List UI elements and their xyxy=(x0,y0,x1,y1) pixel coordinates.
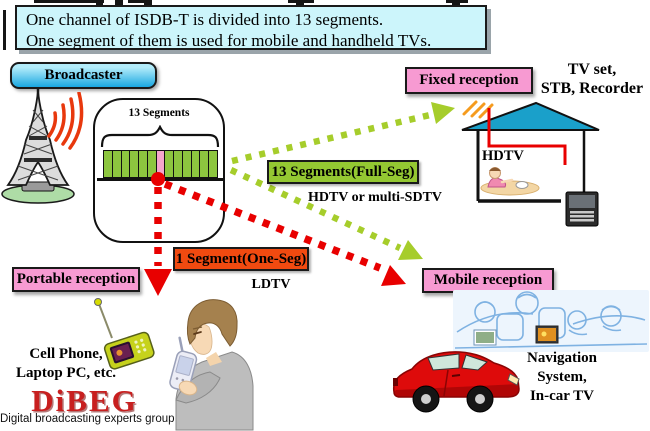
in-car-sketch-illustration xyxy=(453,290,649,352)
segments-caption: 13 Segments xyxy=(128,107,190,119)
house-illustration xyxy=(461,100,600,227)
segment-cell-4 xyxy=(130,151,140,177)
segment-cell-2 xyxy=(112,151,122,177)
one-seg-label: 1 Segment(One-Seg) xyxy=(173,247,309,271)
segment-cell-9 xyxy=(174,151,183,177)
handheld-phone-icon xyxy=(169,336,198,392)
info-box: One channel of ISDB-T is divided into 13… xyxy=(15,5,487,50)
tv-set-caption: TV set, STB, Recorder xyxy=(540,61,644,97)
segment-cell-10 xyxy=(182,151,192,177)
dibeg-logo: DiBEG xyxy=(31,383,138,418)
arrow-fullseg-to-fixed xyxy=(231,102,455,165)
antenna-icon xyxy=(462,100,494,119)
segment-cell-5 xyxy=(139,151,148,177)
hdtv-house-caption: HDTV xyxy=(482,148,524,164)
person-with-phone-illustration xyxy=(169,299,254,431)
portable-reception-label: Portable reception xyxy=(12,267,140,292)
ldtv-caption: LDTV xyxy=(251,277,291,292)
segment-cell-8 xyxy=(165,151,175,177)
segment-cell-12 xyxy=(200,151,210,177)
viewer-figure xyxy=(487,167,529,189)
info-line-2: One segment of them is used for mobile a… xyxy=(26,31,432,50)
car-illustration xyxy=(392,351,520,413)
segment-cell-3 xyxy=(121,151,131,177)
broadcaster-label: Broadcaster xyxy=(10,62,157,89)
dibeg-subtitle: Digital broadcasting experts group xyxy=(0,413,175,425)
cellphone-icon xyxy=(94,298,155,370)
radio-waves-icon xyxy=(47,92,84,150)
fixed-reception-label: Fixed reception xyxy=(405,67,533,94)
tv-set-icon xyxy=(565,191,599,227)
broadcast-tower-icon xyxy=(1,89,75,204)
segment-cell-7 xyxy=(156,151,166,177)
hdtv-or-multi-caption: HDTV or multi-SDTV xyxy=(307,190,443,205)
curly-brace xyxy=(100,125,220,148)
segment-cell-13 xyxy=(209,151,217,177)
cellphone-caption: Cell Phone, Laptop PC, etc. xyxy=(16,346,116,381)
full-seg-label: 13 Segments(Full-Seg) xyxy=(267,160,419,184)
one-seg-dot xyxy=(151,172,165,186)
segment-cell-6 xyxy=(147,151,157,177)
info-line-1: One channel of ISDB-T is divided into 13… xyxy=(26,10,384,29)
navigation-caption: Navigation System, In-car TV xyxy=(526,350,597,404)
segment-cell-11 xyxy=(191,151,201,177)
segment-cell-1 xyxy=(104,151,113,177)
